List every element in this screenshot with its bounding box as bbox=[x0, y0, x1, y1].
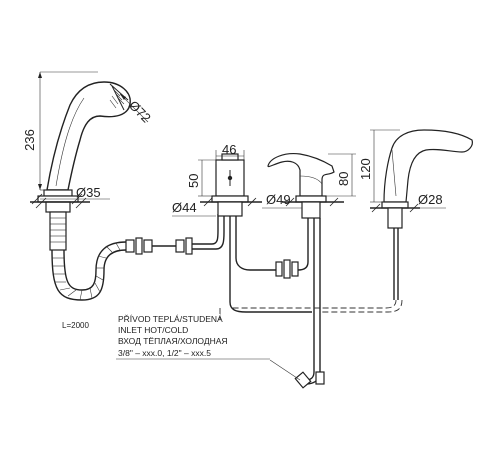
dim-handshower-height: 236 bbox=[22, 71, 98, 191]
label-120: 120 bbox=[358, 158, 373, 180]
inlet-hoses bbox=[269, 359, 325, 389]
label-46: 46 bbox=[222, 142, 236, 157]
dim-mixer-base: Ø49 bbox=[262, 192, 302, 209]
inlet-note: PŘÍVOD TEPLÁ/STUDENÁ INLET HOT/COLD ВХОД… bbox=[116, 314, 270, 360]
note-line-2: INLET HOT/COLD bbox=[118, 325, 188, 335]
label-o28: Ø28 bbox=[418, 192, 443, 207]
label-236: 236 bbox=[22, 129, 37, 151]
dim-mixer-height: 80 bbox=[326, 153, 356, 197]
dim-handshower-head: Ø72 bbox=[119, 93, 154, 126]
dim-diverter-height: 50 bbox=[186, 159, 216, 197]
diverter bbox=[200, 153, 262, 302]
label-o44: Ø44 bbox=[172, 200, 197, 215]
note-line-3: ВХОД ТЁПЛАЯ/ХОЛОДНАЯ bbox=[118, 336, 228, 346]
label-50: 50 bbox=[186, 174, 201, 188]
connection-pipes bbox=[219, 299, 403, 320]
hand-shower bbox=[30, 81, 225, 301]
dim-spout-height: 120 bbox=[358, 129, 400, 203]
dim-handshower-base: Ø35 bbox=[40, 185, 110, 200]
dim-diverter-width: 46 bbox=[215, 142, 245, 164]
mixer bbox=[229, 153, 344, 372]
label-o49: Ø49 bbox=[266, 192, 291, 207]
note-line-1: PŘÍVOD TEPLÁ/STUDENÁ bbox=[118, 314, 223, 324]
dim-diverter-base: Ø44 bbox=[172, 200, 216, 217]
label-80: 80 bbox=[336, 172, 351, 186]
dim-spout-base: Ø28 bbox=[380, 192, 446, 209]
spout bbox=[370, 129, 473, 300]
label-hose-length: L=2000 bbox=[62, 321, 89, 330]
note-line-4: 3/8" – xxx.0, 1/2" – xxx.5 bbox=[118, 348, 211, 358]
label-o35: Ø35 bbox=[76, 185, 101, 200]
